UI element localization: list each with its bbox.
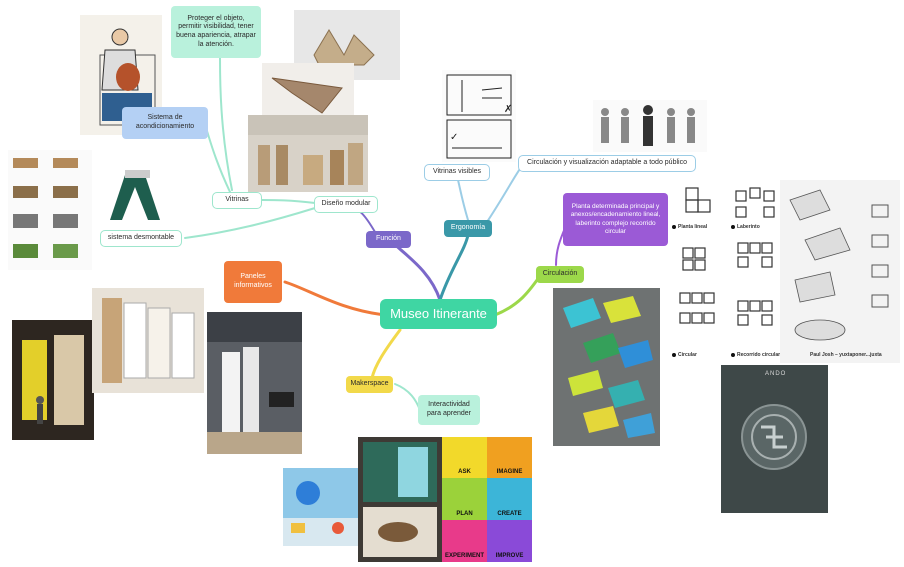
branch-vitrinas [261,199,316,204]
branch-interactividad [394,383,421,411]
ergonomics-sketch: ✓ ✗ [442,70,516,162]
node-funcion[interactable]: Función [366,231,411,248]
tile-improve: IMPROVE [487,520,532,562]
plan-caption-3: Laberinto [737,224,760,230]
branch-funcion [388,238,442,302]
node-acondicionamiento[interactable]: Sistema de acondicionamiento [122,107,208,139]
tile-experiment: EXPERIMENT [442,520,487,562]
tile-plan: PLAN [442,478,487,520]
ando-poster: ANDO [721,365,828,513]
kids-room-photo [283,468,361,546]
branch-circ-visual [484,165,523,226]
workshop-photo [358,437,442,562]
plan-caption-1: Planta lineal [678,224,708,230]
museum-shelves-photo [248,115,368,192]
node-desmontable[interactable]: sistema desmontable [100,230,182,247]
branch-ergonomia [438,233,470,302]
node-circulacion[interactable]: Circulación [536,266,584,283]
tile-create: CREATE [487,478,532,520]
node-proteger[interactable]: Proteger el objeto, permitir visibilidad… [171,6,261,58]
node-interactividad[interactable]: Interactividad para aprender [418,395,480,425]
floor-plans-left: Planta lineal Circular [668,183,726,361]
branch-proteger [219,57,233,191]
node-paneles[interactable]: Paneles informativos [224,261,282,303]
node-diseno-modular[interactable]: Diseño modular [314,196,378,213]
floor-plans-right: Laberinto Recorrido circular [728,183,784,361]
exhibit-panels-photo-2 [92,288,204,393]
node-planta[interactable]: Planta determinada principal y anexos/en… [563,193,668,246]
tile-ask: ASK [442,437,487,478]
node-circulacion-visual[interactable]: Circulación y visualización adaptable a … [518,155,696,172]
modular-furniture-sketches [8,150,92,270]
juxta-sketch: Paul Josh – yuxtaponer...juxta [780,180,900,363]
curved-furniture-photo [262,63,354,123]
svg-text:✗: ✗ [504,104,512,115]
branch-desmontable [184,207,316,239]
node-vitrinas[interactable]: Vitrinas [212,192,262,209]
plan-caption-4: Recorrido circular [737,352,781,358]
colorful-blocks-photo [553,288,660,446]
central-topic[interactable]: Museo Itinerante [380,299,497,329]
branch-circulacion [493,274,542,317]
juxta-caption: Paul Josh – yuxtaponer...juxta [810,352,882,358]
makerspace-process-grid: ASK IMAGINE PLAN CREATE EXPERIMENT IMPRO… [442,437,532,562]
svg-text:✓: ✓ [450,132,458,143]
node-vitrinas-visibles[interactable]: Vitrinas visibles [424,164,490,181]
branch-makerspace [370,328,402,380]
branch-visibles [457,179,469,221]
human-figures-chart [593,100,707,152]
branch-paneles [283,280,387,317]
exhibit-panels-photo-3 [207,312,302,454]
ando-title: ANDO [765,371,787,377]
plan-caption-2: Circular [678,352,697,358]
node-ergonomia[interactable]: Ergonomía [444,220,492,237]
exhibit-panels-photo-1 [12,320,94,440]
green-structure-photo [100,165,168,225]
tile-imagine: IMAGINE [487,437,532,478]
node-makerspace[interactable]: Makerspace [346,376,393,393]
